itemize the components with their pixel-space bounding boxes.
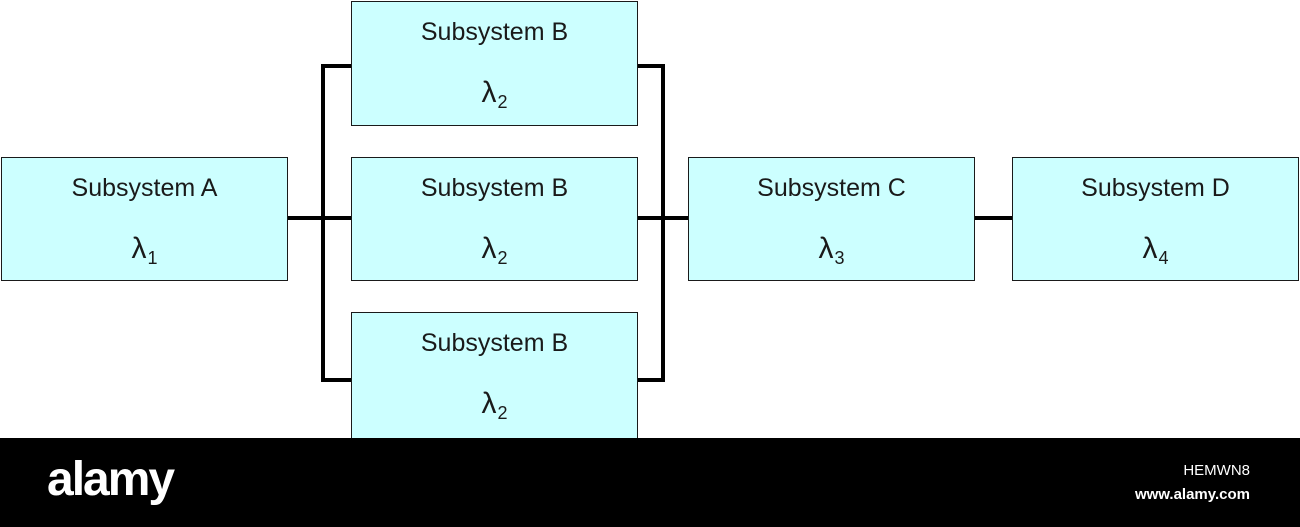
connector-c-to-d [974,216,1013,220]
image-code: HEMWN8 [1183,462,1250,479]
block-title: Subsystem C [757,174,906,202]
lambda-symbol: λ [131,232,147,265]
lambda-symbol: λ [481,387,497,420]
subsystem-d-block: Subsystem D λ4 [1012,157,1299,281]
rate-subscript: 2 [497,403,508,423]
rate-subscript: 2 [497,92,508,112]
lambda-symbol: λ [481,76,497,109]
failure-rate-label: λ1 [2,232,287,269]
block-title: Subsystem B [420,174,569,202]
failure-rate-label: λ4 [1013,232,1298,269]
lambda-symbol: λ [1142,232,1158,265]
subsystem-b-block-bottom: Subsystem B λ2 [351,312,638,440]
connector-join-to-c [661,216,689,220]
failure-rate-label: λ2 [352,76,637,113]
branch-right-bottom [637,378,665,382]
rate-subscript: 2 [497,248,508,268]
subsystem-b-block-top: Subsystem B λ2 [351,1,638,126]
block-title: Subsystem A [71,174,218,202]
failure-rate-label: λ2 [352,387,637,424]
subsystem-b-block-middle: Subsystem B λ2 [351,157,638,281]
failure-rate-label: λ2 [352,232,637,269]
watermark-footer: alamy HEMWN8 www.alamy.com [0,438,1300,527]
failure-rate-label: λ3 [689,232,974,269]
block-title: Subsystem D [1081,174,1230,202]
lambda-symbol: λ [818,232,834,265]
lambda-symbol: λ [481,232,497,265]
branch-left-top [321,64,351,68]
branch-right-top [637,64,665,68]
rate-subscript: 4 [1158,248,1169,268]
alamy-logo: alamy [47,453,175,506]
subsystem-c-block: Subsystem C λ3 [688,157,975,281]
right-parallel-bus [661,64,665,382]
footer-url: www.alamy.com [1134,486,1250,503]
branch-left-bottom [321,378,351,382]
rate-subscript: 1 [147,248,158,268]
subsystem-a-block: Subsystem A λ1 [1,157,288,281]
rate-subscript: 3 [834,248,845,268]
block-title: Subsystem B [420,18,569,46]
block-title: Subsystem B [420,329,569,357]
left-parallel-bus [321,64,325,382]
branch-left-middle [321,216,351,220]
connector-a-to-split [287,216,325,220]
reliability-block-diagram: Subsystem A λ1 Subsystem B λ2 Subsystem … [0,0,1300,440]
branch-right-middle [637,216,665,220]
